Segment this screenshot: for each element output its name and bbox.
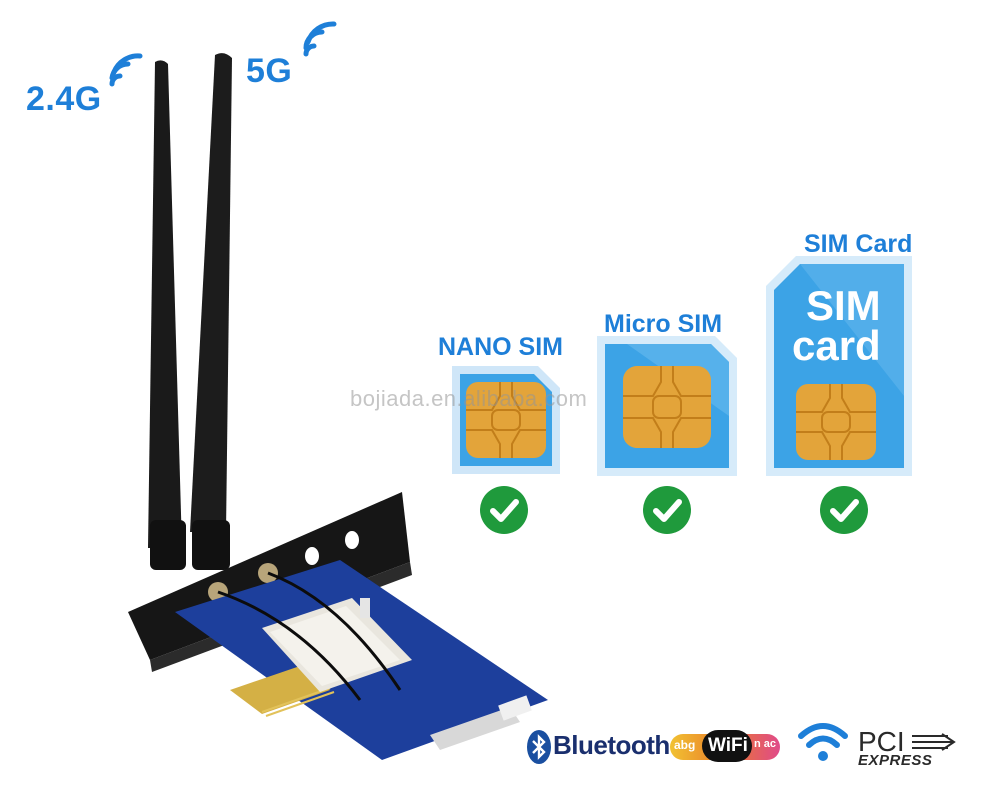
sim-card-text-line1: SIM <box>806 282 881 329</box>
wifi-signal-icon <box>303 21 337 57</box>
check-icon <box>643 486 691 534</box>
bluetooth-icon <box>527 730 551 764</box>
wifi-signal-icon <box>798 723 848 761</box>
standard-sim-card: SIM card <box>766 256 912 476</box>
band-label-2-4g: 2.4G <box>26 80 102 118</box>
pci-logo-text: PCI <box>858 726 905 757</box>
wifi-logo-center-text: WiFi <box>708 735 748 756</box>
sim-title-standard: SIM Card <box>804 230 913 258</box>
sim-title-micro: Micro SIM <box>604 310 723 338</box>
sim-title-nano: NANO SIM <box>438 333 563 361</box>
sim-card-text-line2: card <box>792 322 881 369</box>
nano-sim-card <box>452 366 560 474</box>
wifi-signal-icon <box>109 53 143 87</box>
pcie-adapter-card-image <box>128 53 548 760</box>
band-label-5g: 5G <box>246 52 293 90</box>
micro-sim-card <box>597 336 737 476</box>
check-icon <box>820 486 868 534</box>
bluetooth-logo-text: Bluetooth <box>553 730 670 760</box>
pci-express-logo <box>912 733 956 751</box>
wifi-logo-left-text: abg <box>674 738 696 752</box>
check-icon <box>480 486 528 534</box>
wifi-logo-icon: abg WiFi n ac <box>670 728 780 764</box>
pci-express-logo-text: EXPRESS <box>858 752 933 769</box>
watermark: bojiada.en.alibaba.com <box>350 386 588 411</box>
wifi-logo-right-text: n ac <box>754 738 777 750</box>
